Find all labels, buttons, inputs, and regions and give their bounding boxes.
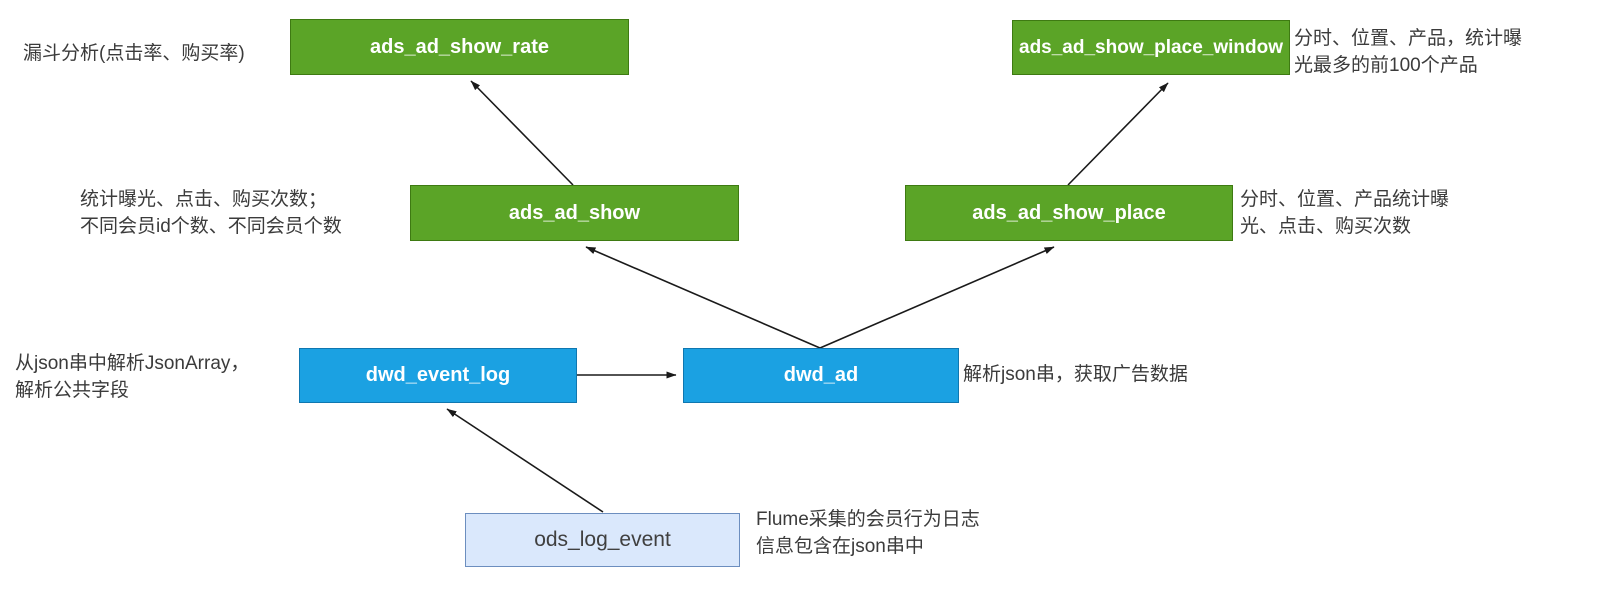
node-label: ads_ad_show_place — [972, 201, 1166, 224]
annotation-funnel-analysis: 漏斗分析(点击率、购买率) — [23, 43, 245, 64]
node-dwd-event-log: dwd_event_log — [299, 348, 577, 403]
node-ods-log-event: ods_log_event — [465, 513, 740, 567]
annotation-dwd-event-log: 从json串中解析JsonArray， 解析公共字段 — [15, 353, 250, 401]
edge-ods-log-event-to-dwd-event-log — [446, 408, 604, 513]
node-label: ads_ad_show — [508, 201, 641, 224]
node-label: ads_ad_show_rate — [370, 35, 549, 58]
edge-dwd-ad-to-ads-ad-show — [585, 246, 821, 349]
edge-ads-ad-show-place-to-window — [1067, 82, 1169, 186]
node-label: dwd_ad — [783, 364, 859, 386]
node-label: dwd_event_log — [365, 364, 511, 386]
node-ads-ad-show: ads_ad_show — [410, 185, 739, 241]
node-ads-ad-show-place: ads_ad_show_place — [905, 185, 1233, 241]
edge-ads-ad-show-to-ads-ad-show-rate — [470, 80, 574, 186]
edge-dwd-ad-to-ads-ad-show-place — [819, 246, 1055, 349]
node-dwd-ad: dwd_ad — [683, 348, 959, 403]
node-label: ods_log_event — [534, 528, 671, 551]
annotation-ads-place: 分时、位置、产品统计曝 光、点击、购买次数 — [1240, 189, 1450, 237]
annotation-ads-show: 统计曝光、点击、购买次数； 不同会员id个数、不同会员个数 — [80, 189, 342, 237]
annotation-ads-window: 分时、位置、产品，统计曝 光最多的前100个产品 — [1294, 28, 1523, 76]
node-ads-ad-show-place-window: ads_ad_show_place_window — [1012, 20, 1290, 75]
node-ads-ad-show-rate: ads_ad_show_rate — [290, 19, 629, 75]
annotation-ods-log-event: Flume采集的会员行为日志 信息包含在json串中 — [756, 509, 980, 557]
node-label: ads_ad_show_place_window — [1019, 36, 1283, 58]
annotation-dwd-ad: 解析json串，获取广告数据 — [963, 364, 1188, 385]
